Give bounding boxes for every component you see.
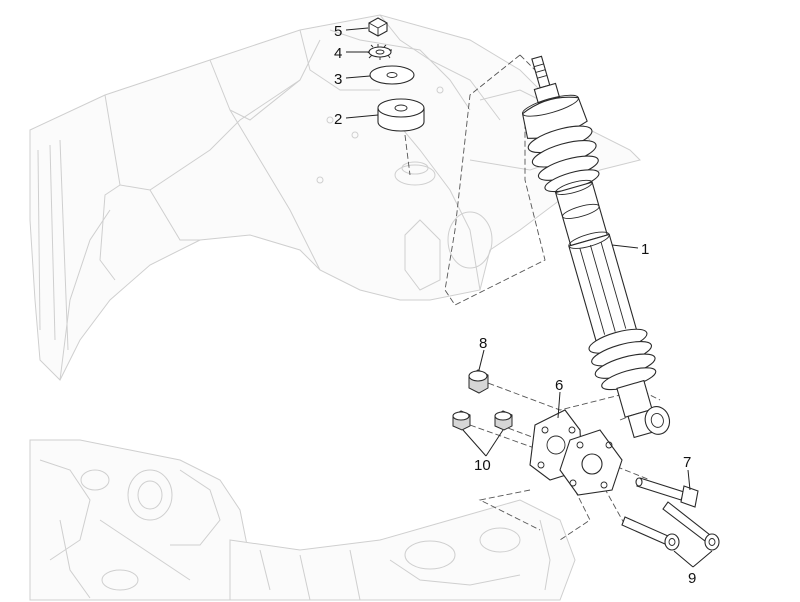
top-nut [368, 17, 388, 37]
rubber-bushing [377, 98, 425, 132]
callout-4: 4 [334, 45, 342, 62]
nut-8 [468, 369, 489, 394]
callout-7: 7 [683, 454, 691, 471]
callout-10: 10 [474, 457, 491, 474]
flat-washer [369, 65, 415, 85]
callout-8: 8 [479, 335, 487, 352]
callout-5: 5 [334, 23, 342, 40]
callout-1: 1 [641, 241, 649, 258]
nut-10-left [452, 410, 471, 431]
mount-bracket-front [559, 429, 623, 496]
shock-absorber [521, 55, 671, 439]
nut-10-right [494, 410, 513, 431]
bolt-9-lower [621, 516, 680, 551]
bolt-7 [635, 477, 699, 508]
frame-body-ghost [29, 14, 641, 381]
leader-lines [345, 27, 713, 568]
engine-ghost [29, 439, 576, 601]
bolt-9-upper [662, 501, 720, 551]
callout-6: 6 [555, 377, 563, 394]
callout-3: 3 [334, 71, 342, 88]
callout-9: 9 [688, 570, 696, 587]
callout-2: 2 [334, 111, 342, 128]
